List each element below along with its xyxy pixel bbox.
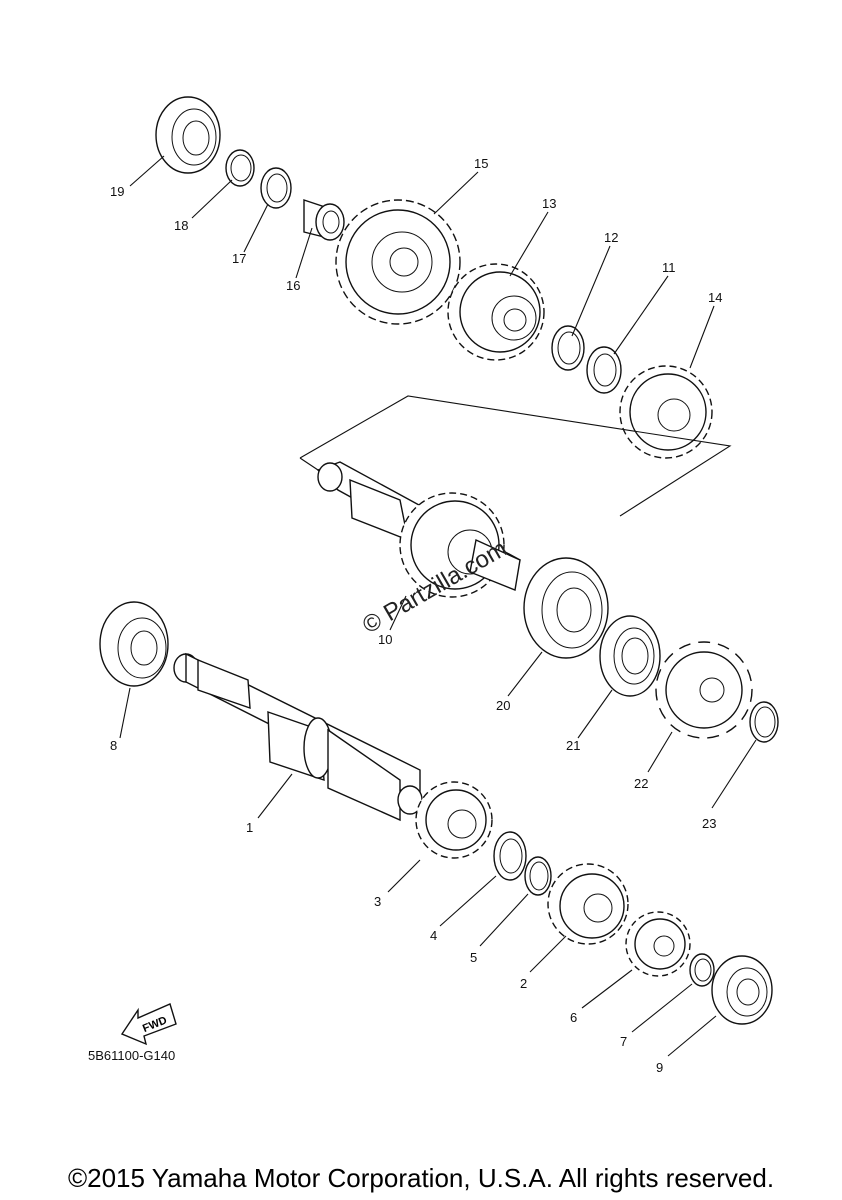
gear-13	[447, 263, 545, 361]
callout-4: 4	[430, 928, 437, 943]
collar-16	[303, 199, 345, 241]
circlip-23	[749, 701, 779, 743]
callout-12: 12	[604, 230, 618, 245]
circlip-12	[551, 325, 585, 371]
washer-11	[586, 346, 622, 394]
gear-6	[625, 911, 691, 977]
gear-3	[415, 781, 493, 859]
copyright-notice: ©2015 Yamaha Motor Corporation, U.S.A. A…	[67, 1163, 775, 1193]
fwd-arrow-icon: FWD	[120, 1003, 177, 1046]
gear-15	[335, 199, 461, 325]
bearing-9	[711, 955, 773, 1025]
callout-22: 22	[634, 776, 648, 791]
bearing-19	[155, 96, 221, 174]
main-axle-10	[316, 461, 521, 598]
sprocket-22	[655, 641, 753, 739]
drawing-code: 5B61100-G140	[88, 1048, 176, 1063]
drive-axle-1	[173, 652, 423, 822]
callout-3: 3	[374, 894, 381, 909]
callout-numbers: 19 18 17 16 15 13 12 11 14 10 8 1 20 21 …	[110, 156, 722, 1075]
callout-10: 10	[378, 632, 392, 647]
callout-1: 1	[246, 820, 253, 835]
leader-lines	[119, 155, 757, 1057]
callout-23: 23	[702, 816, 716, 831]
callout-2: 2	[520, 976, 527, 991]
oil-seal-21	[599, 615, 661, 697]
callout-17: 17	[232, 251, 246, 266]
gear-14	[619, 365, 713, 459]
callout-5: 5	[470, 950, 477, 965]
callout-15: 15	[474, 156, 488, 171]
callout-19: 19	[110, 184, 124, 199]
washer-4	[493, 831, 527, 881]
circlip-5	[524, 856, 552, 896]
callout-16: 16	[286, 278, 300, 293]
washer-17	[260, 167, 292, 209]
gear-2	[547, 863, 629, 945]
callout-6: 6	[570, 1010, 577, 1025]
bearing-20	[523, 557, 609, 659]
callout-11: 11	[662, 260, 676, 275]
callout-14: 14	[708, 290, 722, 305]
bearing-8	[99, 601, 169, 687]
circlip-18	[225, 149, 255, 187]
callout-20: 20	[496, 698, 510, 713]
callout-7: 7	[620, 1034, 627, 1049]
callout-8: 8	[110, 738, 117, 753]
callout-13: 13	[542, 196, 556, 211]
callout-9: 9	[656, 1060, 663, 1075]
washer-7	[689, 953, 715, 987]
callout-21: 21	[566, 738, 580, 753]
callout-18: 18	[174, 218, 188, 233]
